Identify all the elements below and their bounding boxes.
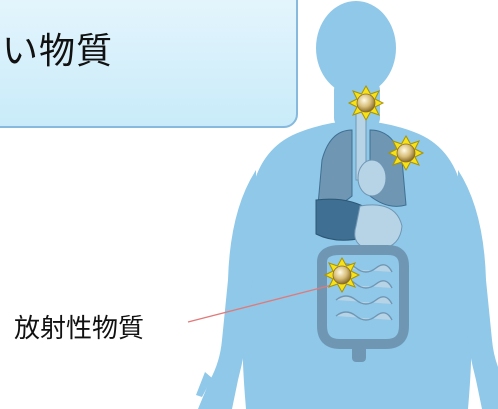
rectum: [352, 344, 366, 362]
radiation-marker-icon: [348, 85, 384, 121]
leader-line: [187, 283, 337, 323]
small-intestine: [335, 263, 393, 321]
title-text: い物質: [2, 31, 114, 72]
large-intestine: [317, 245, 409, 349]
organs: [315, 109, 409, 362]
title-callout-box: い物質: [0, 0, 298, 128]
radiation-marker-icon: [388, 135, 424, 171]
heart: [357, 159, 387, 197]
radioactive-material-label: 放射性物質: [14, 314, 145, 344]
body-silhouette: [196, 1, 498, 409]
radiation-marker-icon: [324, 257, 360, 293]
